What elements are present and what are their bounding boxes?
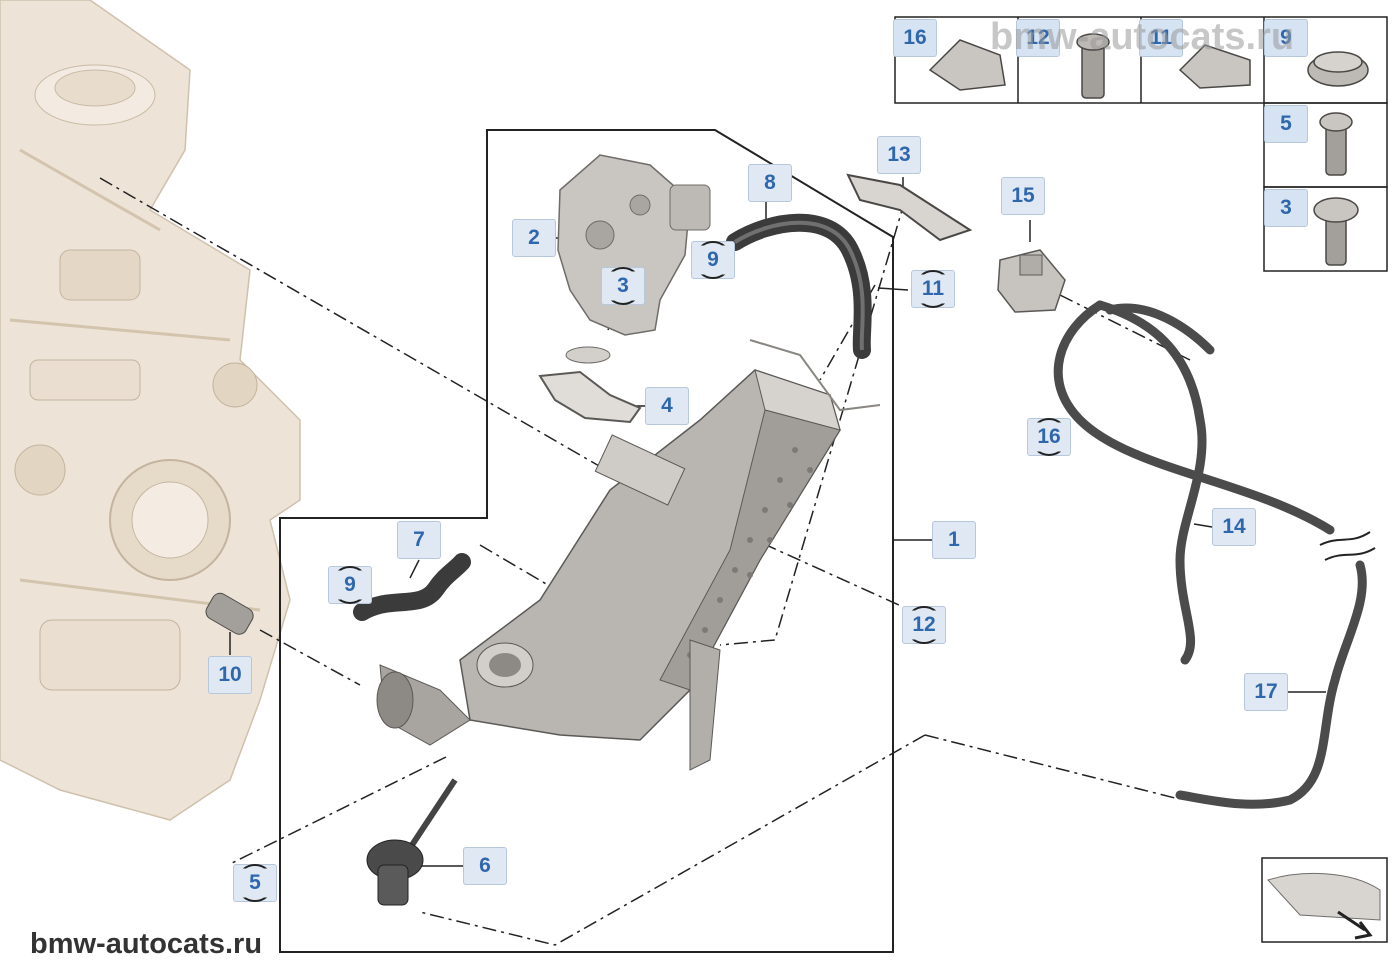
callout-7: 7 xyxy=(397,521,441,559)
table-label-12: 12 xyxy=(1016,19,1060,57)
egr-cooler xyxy=(376,339,881,771)
callout-14: 14 xyxy=(1212,508,1256,546)
vacuum-hoses xyxy=(1053,300,1367,809)
bracket-13 xyxy=(846,173,973,242)
callout-6: 6 xyxy=(463,847,507,885)
callout-4: 4 xyxy=(645,387,689,425)
plug-10 xyxy=(205,592,254,635)
watermark: bmw-autocats.ru xyxy=(990,16,1295,58)
hose-7 xyxy=(353,553,471,621)
callout-9-a: 9 xyxy=(691,241,735,279)
engine-block xyxy=(0,0,301,821)
callout-5: 5 xyxy=(233,864,277,902)
callout-3: 3 xyxy=(601,267,645,305)
car-thumbnail xyxy=(1261,857,1388,943)
egr-valve xyxy=(557,154,711,364)
table-label-16: 16 xyxy=(893,19,937,57)
table-parts xyxy=(928,33,1369,266)
callout-10: 10 xyxy=(208,656,252,694)
module-frame xyxy=(279,129,894,953)
callout-1: 1 xyxy=(932,521,976,559)
callout-17: 17 xyxy=(1244,673,1288,711)
valve-15 xyxy=(997,249,1066,313)
hose-break xyxy=(1319,531,1376,561)
callout-9-b: 9 xyxy=(328,566,372,604)
table-label-11: 11 xyxy=(1139,19,1183,57)
table-label-9: 9 xyxy=(1264,19,1308,57)
table-label-5: 5 xyxy=(1264,105,1308,143)
callout-16: 16 xyxy=(1027,418,1071,456)
parts-table xyxy=(894,16,1388,272)
table-label-3: 3 xyxy=(1264,189,1308,227)
vacuum-unit xyxy=(366,778,458,906)
callout-12: 12 xyxy=(902,606,946,644)
callout-13: 13 xyxy=(877,136,921,174)
footer-site[interactable]: bmw-autocats.ru xyxy=(30,928,263,960)
callout-2: 2 xyxy=(512,219,556,257)
gasket xyxy=(538,370,642,424)
callout-11: 11 xyxy=(911,270,955,308)
callout-8: 8 xyxy=(748,164,792,202)
callout-15: 15 xyxy=(1001,177,1045,215)
